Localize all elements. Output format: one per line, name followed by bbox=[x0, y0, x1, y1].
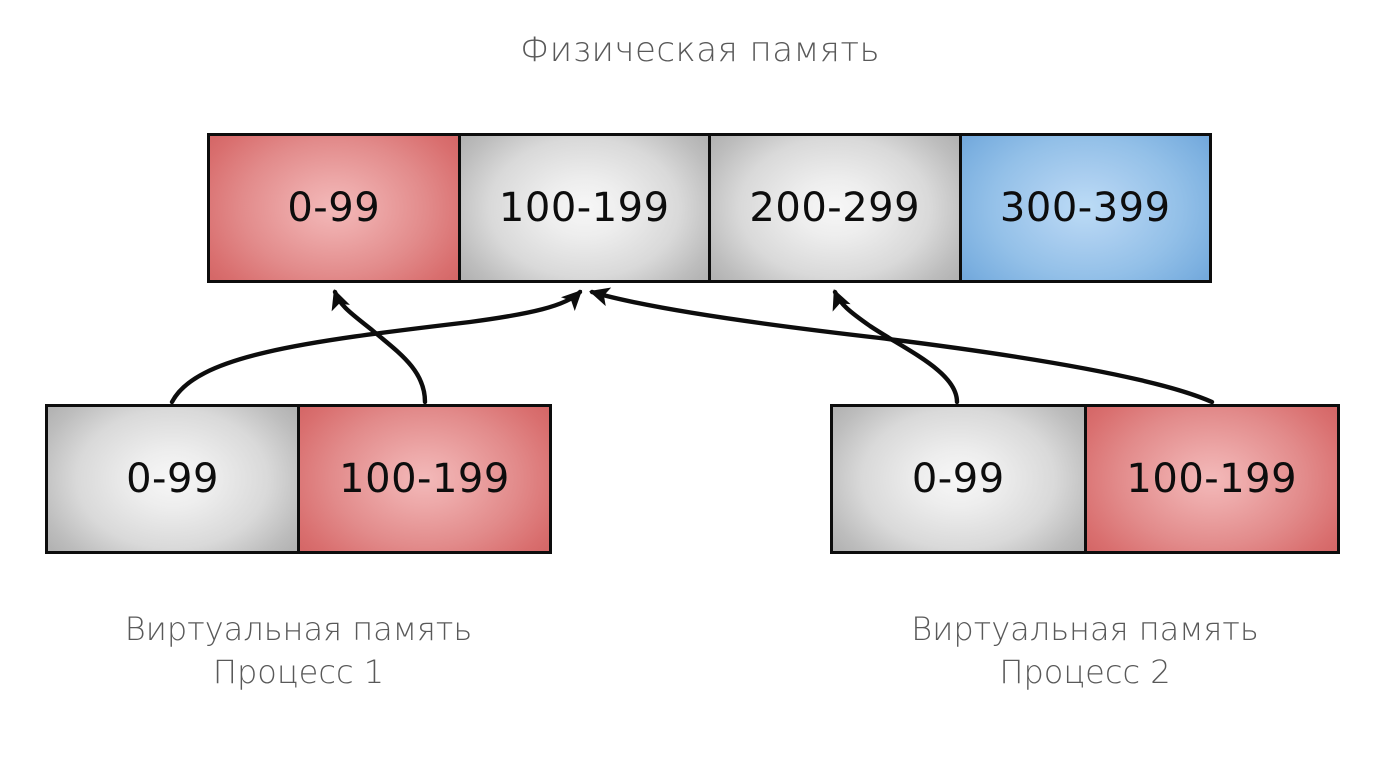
process-1-caption-line2: Процесс 1 bbox=[212, 652, 385, 691]
physical-cell-label: 300-399 bbox=[999, 185, 1171, 231]
arrow-p1-100-199-to-phys-0-99 bbox=[331, 289, 428, 405]
physical-memory-bar: 0-99 100-199 200-299 300-399 bbox=[207, 133, 1212, 283]
process-2-caption-line1: Виртуальная память bbox=[911, 610, 1259, 648]
arrow-p2-0-99-to-phys-200-299 bbox=[832, 289, 960, 405]
process-2-caption: Виртуальная память Процесс 2 bbox=[830, 608, 1340, 694]
process-1-cell-label: 100-199 bbox=[339, 456, 510, 502]
process-1-caption-line1: Виртуальная память bbox=[124, 610, 473, 648]
physical-cell-label: 200-299 bbox=[749, 185, 921, 231]
process-2-cell-label: 0-99 bbox=[911, 456, 1005, 502]
process-1-cell-label: 0-99 bbox=[126, 456, 219, 502]
physical-cell-label: 100-199 bbox=[498, 185, 670, 231]
process-1-memory-bar: 0-99 100-199 bbox=[45, 404, 552, 554]
arrow-p2-100-199-to-phys-100-199 bbox=[589, 287, 1215, 405]
physical-cell-200-299[interactable]: 200-299 bbox=[708, 136, 959, 280]
process-1-cell-100-199[interactable]: 100-199 bbox=[297, 407, 549, 551]
process-2-memory-bar: 0-99 100-199 bbox=[830, 404, 1340, 554]
physical-cell-100-199[interactable]: 100-199 bbox=[457, 136, 708, 280]
physical-cell-0-99[interactable]: 0-99 bbox=[210, 136, 458, 280]
physical-cell-label: 0-99 bbox=[287, 185, 381, 231]
process-2-cell-label: 100-199 bbox=[1126, 456, 1298, 502]
physical-memory-title: Физическая память bbox=[519, 30, 881, 70]
process-1-cell-0-99[interactable]: 0-99 bbox=[48, 407, 297, 551]
process-2-cell-100-199[interactable]: 100-199 bbox=[1083, 407, 1337, 551]
arrow-p1-0-99-to-phys-100-199 bbox=[169, 289, 583, 405]
process-2-caption-line2: Процесс 2 bbox=[999, 652, 1171, 691]
process-1-caption: Виртуальная память Процесс 1 bbox=[45, 608, 552, 694]
process-2-cell-0-99[interactable]: 0-99 bbox=[833, 407, 1084, 551]
physical-cell-300-399[interactable]: 300-399 bbox=[958, 136, 1209, 280]
